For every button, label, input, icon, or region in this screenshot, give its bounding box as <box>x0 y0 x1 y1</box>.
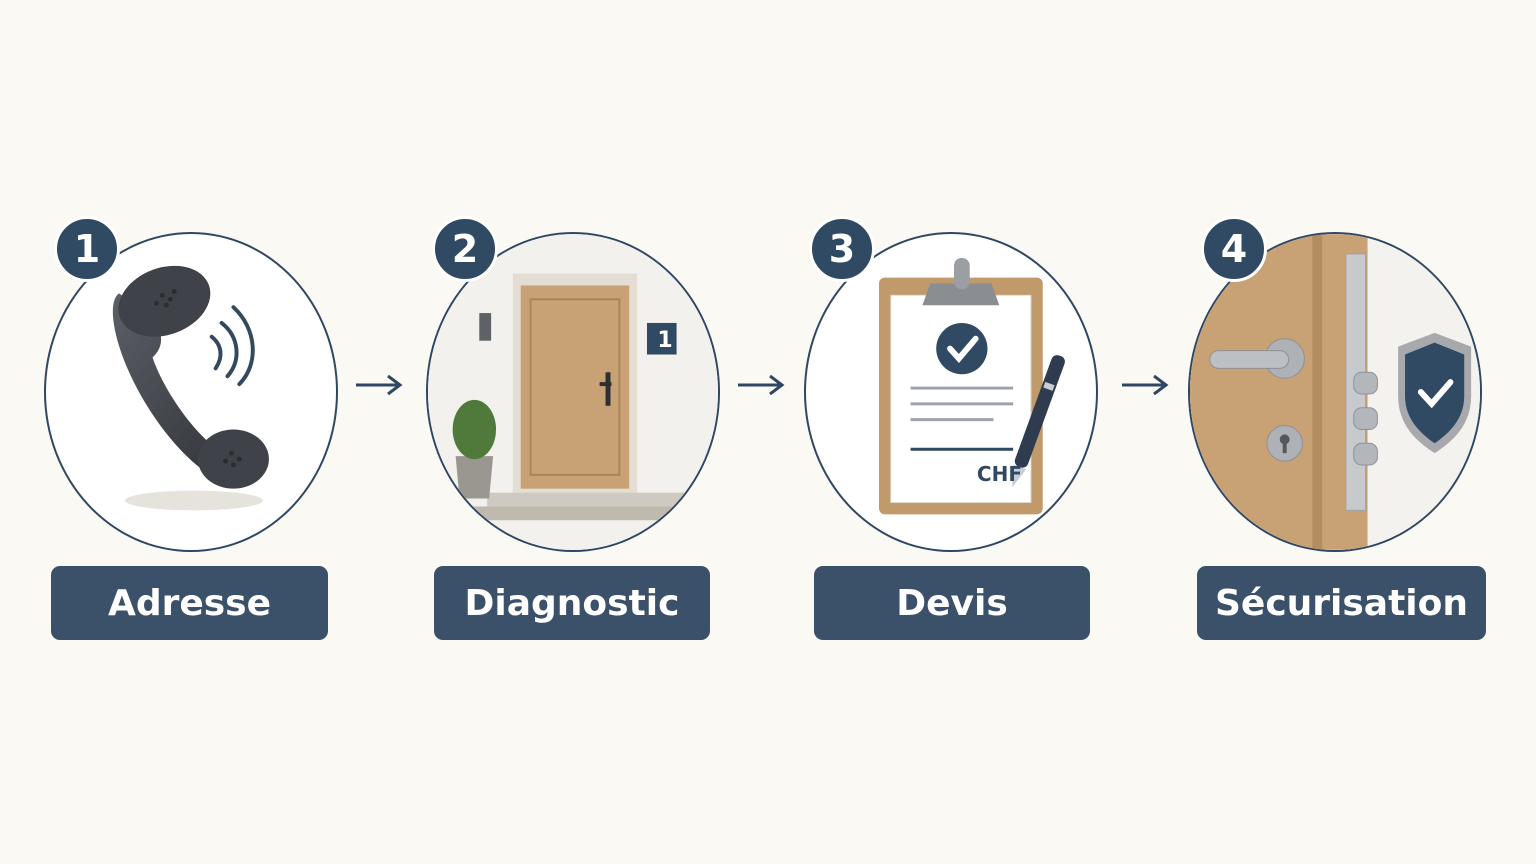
arrow-right-icon <box>356 374 403 396</box>
step-1: 1 Adresse <box>0 0 338 864</box>
step-1-label: Adresse <box>51 566 328 640</box>
step-2-circle: 1 <box>426 232 720 552</box>
step-3-number-badge: 3 <box>809 216 875 282</box>
step-4-label: Sécurisation <box>1197 566 1486 640</box>
house-number-sign <box>646 322 677 355</box>
step-3-label: Devis <box>814 566 1090 640</box>
step-1-number-badge: 1 <box>54 216 120 282</box>
step-4: 4 Sécurisation <box>0 0 1486 864</box>
step-2-number-badge: 2 <box>432 216 498 282</box>
phone-handset-icon <box>112 265 269 511</box>
step-3: CHF 3 Devis <box>0 0 1098 864</box>
step-3-circle: CHF <box>804 232 1098 552</box>
step-4-number-badge: 4 <box>1201 216 1267 282</box>
step-2-label: Diagnostic <box>434 566 710 640</box>
house-number-text: 1 <box>657 328 673 353</box>
step-1-circle <box>44 232 338 552</box>
quote-currency-text: CHF <box>976 462 1022 486</box>
step-2: 1 2 Diagnostic <box>0 0 720 864</box>
front-door-icon <box>428 234 718 550</box>
step-4-circle <box>1188 232 1482 552</box>
arrow-right-icon <box>738 374 785 396</box>
arrow-right-icon <box>1122 374 1169 396</box>
secure-lock-shield-icon <box>1190 234 1480 550</box>
clipboard-quote-icon <box>878 257 1065 515</box>
